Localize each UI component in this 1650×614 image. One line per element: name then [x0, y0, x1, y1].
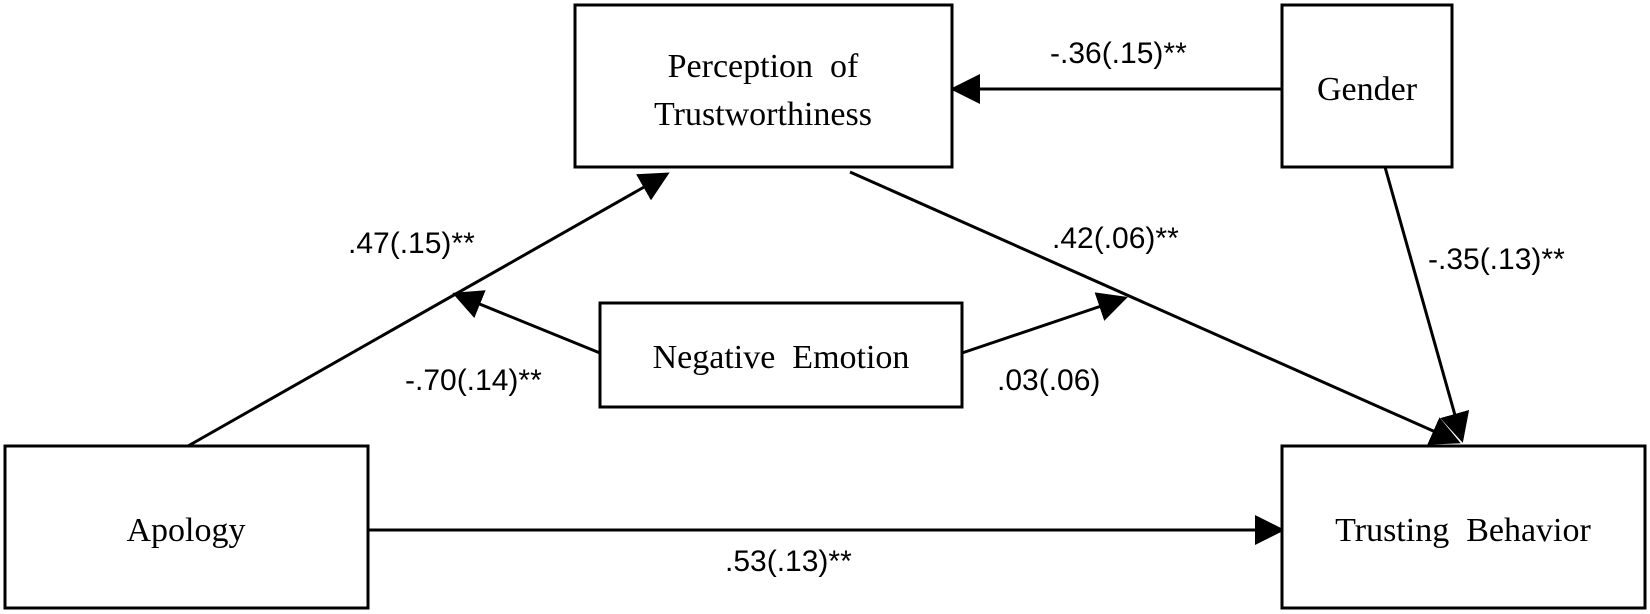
node-gender: Gender	[1280, 3, 1454, 169]
node-label-line-1: Perception of	[668, 48, 859, 85]
edge-apology-to-perception	[187, 172, 670, 448]
coef-apology-to-trusting: .53(.13)**	[725, 545, 852, 578]
coef-gender-to-trusting: -.35(.13)**	[1428, 243, 1565, 276]
node-box	[573, 3, 954, 169]
node-negative-emotion: Negative Emotion	[598, 301, 964, 409]
node-label: Negative Emotion	[653, 339, 910, 376]
edge-gender-to-trusting	[1383, 166, 1470, 443]
node-label: Gender	[1317, 71, 1418, 108]
node-box	[1280, 444, 1647, 610]
node-box	[598, 301, 964, 409]
coef-gender-to-perception: -.36(.15)**	[1050, 37, 1187, 70]
coef-apology-to-perception: .47(.15)**	[348, 227, 475, 260]
node-trusting-behavior: Trusting Behavior	[1280, 444, 1647, 610]
node-label: Trusting Behavior	[1335, 512, 1591, 549]
coef-perception-to-trusting: .42(.06)**	[1052, 222, 1179, 255]
node-label: Apology	[127, 512, 246, 549]
coef-negemo-on-perception-path: .03(.06)	[997, 364, 1100, 397]
node-perception-of-trustworthiness: Perception of Trustworthiness	[573, 3, 954, 169]
edge-negemo-moderates-perception-path	[961, 292, 1128, 355]
node-box	[1280, 3, 1454, 169]
coef-negemo-on-apology-path: -.70(.14)**	[405, 364, 542, 397]
node-box	[3, 444, 370, 610]
node-apology: Apology	[3, 444, 370, 610]
edge-perception-to-trusting	[849, 170, 1461, 445]
coefficient-labels: -.36(.15)** .47(.15)** .42(.06)** -.35(.…	[348, 37, 1565, 578]
edges	[187, 74, 1470, 545]
edge-negemo-moderates-apology-path	[452, 290, 601, 355]
node-label-line-2: Trustworthiness	[654, 96, 872, 133]
